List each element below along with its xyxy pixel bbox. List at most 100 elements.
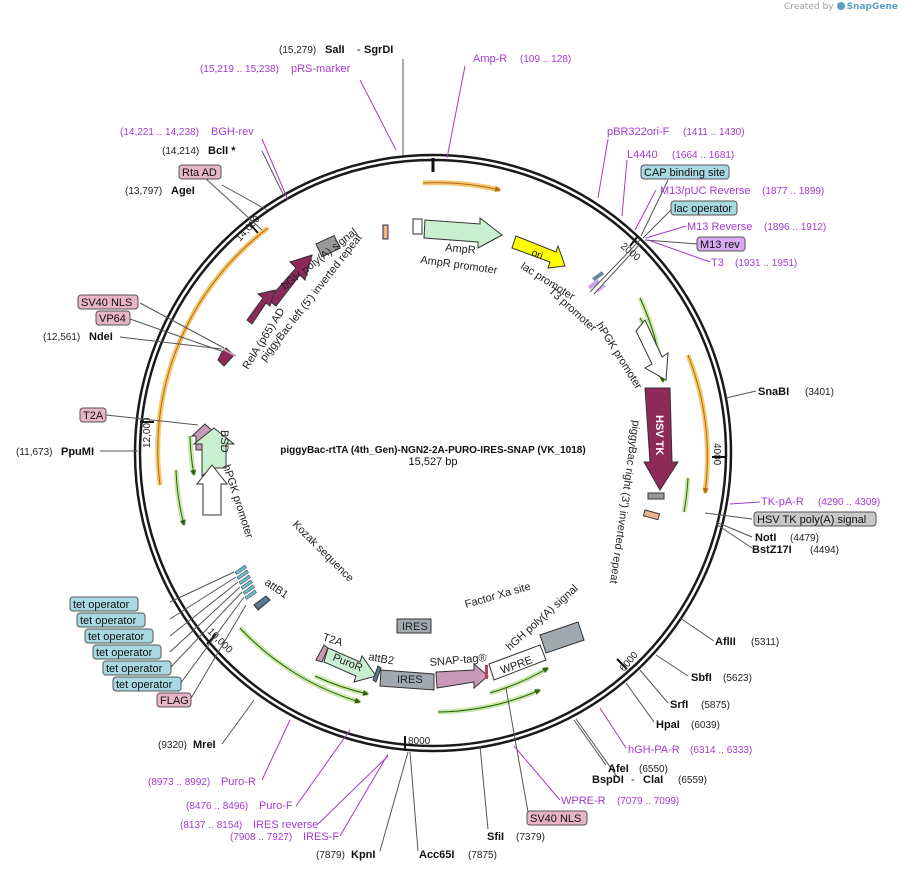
small-orange-feature: [382, 224, 389, 240]
callout-lines: [100, 59, 761, 852]
site-acc65i-coord: (7875): [468, 850, 497, 861]
ori-feature: [511, 235, 566, 269]
tet-operator-cluster: [234, 564, 257, 600]
site-aflii-coord: (5311): [751, 637, 779, 648]
tick-label-12000: 12,000: [142, 417, 153, 448]
site-bcli: BclI *: [208, 145, 236, 157]
svg-text:tet operator: tet operator: [73, 599, 130, 611]
site-mrei-coord: (9320): [158, 740, 187, 751]
boxed-label-hsv-tk-polya: HSV TK poly(A) signal: [753, 511, 877, 527]
factor-xa-box: [485, 665, 488, 679]
site-ppumi: PpuMI: [61, 446, 94, 458]
site-snabi-coord: (3401): [805, 387, 834, 398]
plasmid-name: piggyBac-rtTA (4th_Gen)-NGN2-2A-PURO-IRE…: [280, 445, 585, 456]
primer-hgh-pa-r: hGH-PA-R: [628, 744, 680, 756]
orange-arc-right: [685, 354, 710, 494]
tick-label-4000: 4000: [711, 443, 722, 466]
ampr-feature: [423, 216, 503, 249]
snapgene-logo-icon: [836, 2, 845, 10]
site-bstz17i: BstZ17I: [752, 544, 792, 556]
svg-text:tet operator: tet operator: [116, 679, 173, 691]
site-srfi-coord: (5875): [701, 700, 730, 711]
boxed-label-tet-operator-2: tet operator: [76, 612, 146, 628]
backbone-outer: [133, 153, 733, 753]
tick-marks: [140, 222, 726, 750]
svg-text:tet operator: tet operator: [88, 631, 145, 643]
site-noti-coord: (4479): [790, 533, 819, 544]
svg-text:SV40 NLS: SV40 NLS: [530, 813, 581, 825]
site-sbfi: SbfI: [691, 672, 712, 684]
plasmid-size: 15,527 bp: [409, 456, 458, 468]
svg-text:M13 rev: M13 rev: [700, 239, 740, 251]
hgh-polya-box: [539, 621, 585, 654]
pb-right-label: piggyBac right (3') inverted repeat: [607, 420, 642, 585]
svg-text:SV40 NLS: SV40 NLS: [81, 297, 132, 309]
primer-l4440: L4440: [627, 149, 658, 161]
primer-puro-f-coord: (8476 .. 8496): [186, 801, 248, 812]
primer-tk-pa-r-coord: (4290 .. 4309): [818, 497, 880, 508]
site-sbfi-coord: (5623): [723, 673, 752, 684]
primer-amp-r-coord: (109 .. 128): [520, 54, 571, 65]
rta-ad-feature: [267, 254, 313, 307]
hpgk-left-label: hPGK promoter: [220, 463, 255, 540]
boxed-label-tet-operator-1: tet operator: [69, 596, 139, 612]
primer-m13-reverse-coord: (1896 .. 1912): [764, 222, 826, 233]
puror-feature: [323, 647, 377, 683]
primer-hgh-pa-r-coord: (6314 .. 6333): [690, 745, 752, 756]
site-acc65i: Acc65I: [419, 849, 454, 861]
boxed-label-sv40-nls-bottom: SV40 NLS: [526, 810, 588, 826]
boxed-label-m13-rev: M13 rev: [696, 236, 746, 252]
snapgene-brand: SnapGene: [846, 2, 898, 12]
wpre-feature: [488, 644, 547, 681]
svg-text:-: -: [357, 44, 361, 56]
ires-bottom-label: IRES: [397, 674, 423, 686]
svg-text:-: -: [631, 774, 635, 786]
boxed-label-rta-ad: Rta AD: [178, 164, 222, 180]
primer-ires-f: IRES-F: [303, 831, 339, 843]
tick-label-8000: 8000: [408, 736, 431, 747]
site-sali-coord: (15,279): [279, 45, 316, 56]
primer-l4440-coord: (1664 .. 1681): [672, 150, 734, 161]
boxed-label-lac-operator: lac operator: [670, 200, 738, 216]
site-ppumi-coord: (11,673): [16, 447, 53, 458]
svg-text:VP64: VP64: [99, 313, 126, 325]
svg-text:CAP binding site: CAP binding site: [644, 167, 725, 179]
svg-text:HSV TK poly(A) signal: HSV TK poly(A) signal: [757, 514, 866, 526]
boxed-label-t2a-left: T2A: [79, 407, 107, 423]
attb2-feature: [372, 665, 382, 683]
hpgk-promoter-left-feature: [195, 464, 229, 516]
primer-pbr322ori-f: pBR322ori-F: [607, 126, 670, 138]
site-sfii: SfiI: [487, 831, 504, 843]
primer-m13-puc-reverse: M13/pUC Reverse: [660, 185, 750, 197]
primer-t3: T3: [711, 257, 724, 269]
site-mrei: MreI: [193, 739, 216, 751]
snap-tag-label: SNAP-tag®: [429, 652, 487, 669]
hsv-tk-feature: [643, 387, 679, 491]
site-snabi: SnaBI: [758, 386, 789, 398]
primer-m13-puc-reverse-coord: (1877 .. 1899): [762, 186, 824, 197]
tk-polya-small-box: [647, 492, 665, 500]
primer-prs-marker: pRS-marker: [291, 63, 351, 75]
site-kpni: KpnI: [351, 849, 375, 861]
primer-puro-f: Puro-F: [259, 800, 293, 812]
kozak-label: Kozak sequence: [290, 519, 356, 585]
site-clai-coord: (6559): [678, 775, 707, 786]
site-kpni-coord: (7879): [316, 850, 345, 861]
primer-m13-reverse: M13 Reverse: [687, 221, 752, 233]
hpgk-promoter-right-feature: [635, 319, 669, 381]
primer-bgh-rev-coord: (14,221 .. 14,238): [120, 127, 199, 138]
ires-mid-feature: [396, 618, 432, 634]
boxed-label-tet-operator-5: tet operator: [102, 660, 172, 676]
primer-tk-pa-r: TK-pA-R: [761, 496, 804, 508]
boxed-label-cap-binding-site: CAP binding site: [640, 164, 730, 180]
factor-xa-label: Factor Xa site: [464, 581, 533, 611]
rela-feature: [246, 289, 276, 325]
boxed-label-tet-operator-4: tet operator: [92, 644, 162, 660]
primer-ires-f-coord: (7908 .. 7927): [230, 832, 292, 843]
green-arcs: [173, 296, 691, 715]
site-afei-coord: (6550): [639, 764, 668, 775]
ampr-label: AmpR: [445, 242, 477, 257]
svg-text:tet operator: tet operator: [80, 615, 137, 627]
primer-pbr322ori-f-coord: (1411 .. 1430): [683, 127, 745, 138]
site-sali: SalI: [325, 44, 345, 56]
